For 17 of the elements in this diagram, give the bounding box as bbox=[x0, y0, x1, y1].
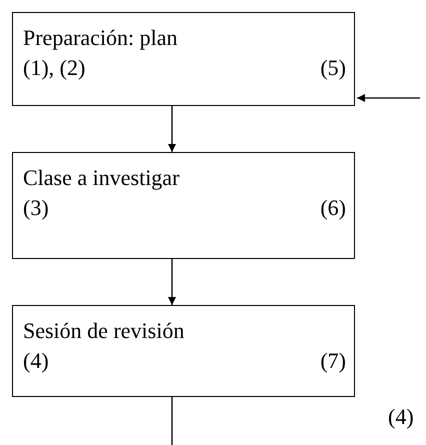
arrow bbox=[168, 106, 176, 152]
reference-number: (6) bbox=[320, 194, 346, 222]
reference-numbers: (3) bbox=[23, 194, 49, 222]
reference-number: (4) bbox=[388, 404, 414, 430]
arrow bbox=[168, 259, 176, 305]
step-title: Clase a investigar bbox=[23, 165, 180, 190]
process-box bbox=[12, 152, 355, 259]
reference-number: (7) bbox=[320, 347, 346, 375]
step-title: Preparación: plan bbox=[23, 25, 178, 50]
process-box bbox=[12, 305, 355, 397]
reference-numbers: (1), (2) bbox=[23, 54, 86, 82]
connector-line bbox=[171, 397, 173, 445]
reference-number: (5) bbox=[320, 54, 346, 82]
process-box bbox=[12, 12, 355, 106]
step-title: Sesión de revisión bbox=[23, 318, 184, 343]
arrow bbox=[357, 94, 420, 102]
reference-numbers: (4) bbox=[23, 347, 49, 375]
